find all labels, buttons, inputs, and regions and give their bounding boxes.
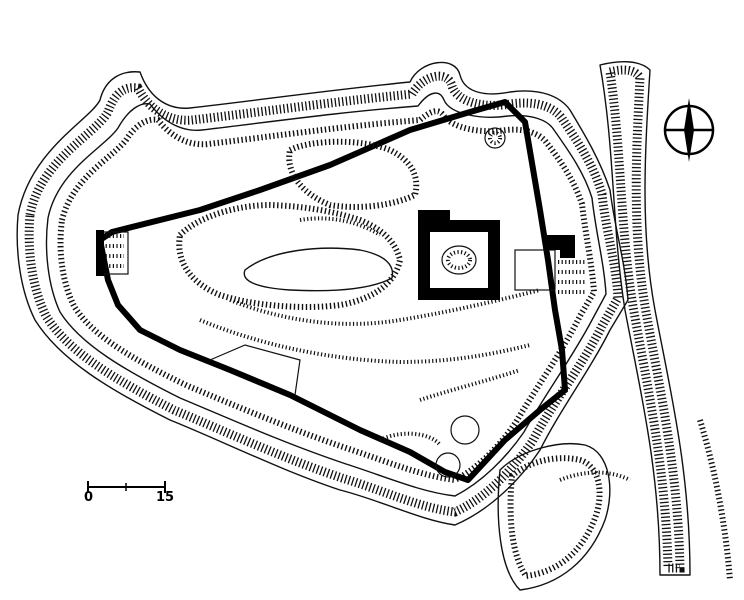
scale-bar (87, 481, 166, 493)
keep-tower-icon (418, 210, 500, 300)
curtain-wall (97, 99, 568, 483)
north-arrow-icon (663, 98, 715, 162)
ne-round-tower (484, 127, 506, 149)
scale-end-label: 15 (156, 490, 175, 505)
east-gatehouse (514, 235, 585, 294)
inner-bailey-terrain (176, 138, 541, 365)
south-east-spur (497, 443, 631, 591)
south-structures (209, 344, 521, 478)
west-gate-tower (96, 230, 129, 276)
scale-start-label: 0 (84, 490, 94, 505)
eastern-river-bank (599, 61, 733, 581)
outer-earthwork (16, 61, 629, 526)
